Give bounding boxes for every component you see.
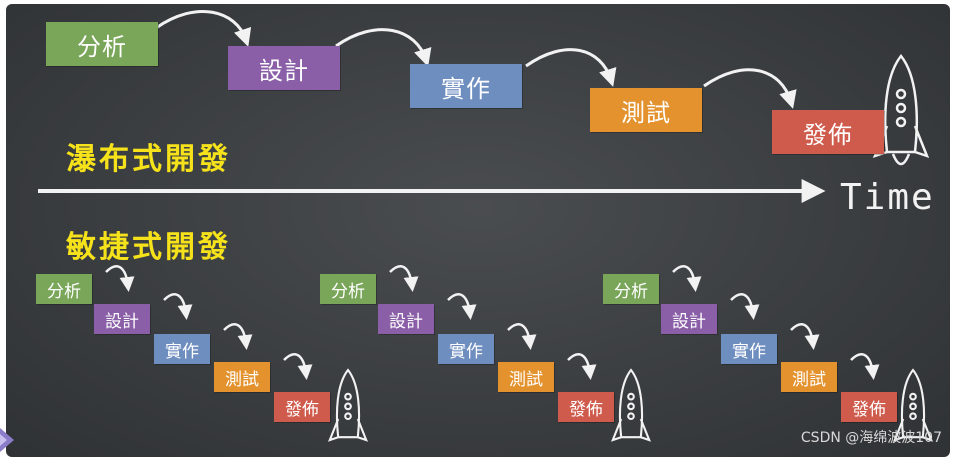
- waterfall-release-box: 發佈: [772, 110, 884, 154]
- agile-implementation-box: 實作: [438, 334, 494, 364]
- chalk-arrow-icon: [672, 265, 702, 292]
- time-label: Time: [840, 177, 935, 218]
- agile-implementation-box: 實作: [154, 334, 210, 364]
- agile-testing-box: 測試: [781, 362, 837, 392]
- rocket-icon: [892, 368, 934, 442]
- agile-analysis-box: 分析: [320, 274, 376, 304]
- chalk-arrow-icon: [163, 293, 193, 320]
- agile-implementation-box: 實作: [721, 334, 777, 364]
- corner-diamond-icon: [0, 428, 14, 452]
- waterfall-design-box: 設計: [228, 46, 340, 90]
- chalk-arrow-icon: [283, 353, 313, 380]
- chalk-arrow-icon: [567, 353, 597, 380]
- chalk-arrow-icon: [850, 353, 880, 380]
- chalk-arrow-icon: [389, 265, 419, 292]
- agile-design-box: 設計: [661, 304, 717, 334]
- agile-analysis-box: 分析: [603, 274, 659, 304]
- waterfall-implementation-box: 實作: [410, 64, 522, 108]
- agile-analysis-box: 分析: [36, 274, 92, 304]
- chalk-drawings: [38, 9, 934, 442]
- waterfall-testing-box: 測試: [590, 88, 702, 132]
- waterfall-analysis-box: 分析: [46, 22, 158, 66]
- rocket-icon: [327, 368, 369, 442]
- agile-testing-box: 測試: [214, 362, 270, 392]
- chalk-arrow-icon: [223, 323, 253, 350]
- chalk-arrow-icon: [790, 323, 820, 350]
- chalk-arrow-icon: [155, 9, 252, 47]
- chalk-arrow-icon: [525, 48, 617, 87]
- agile-design-box: 設計: [378, 304, 434, 334]
- agile-testing-box: 測試: [498, 362, 554, 392]
- chalkboard: 分析 設計 實作 測試 發佈 瀑布式開發 Time 敏捷式開發 分析 設計 實作…: [6, 4, 950, 457]
- chalk-arrow-icon: [447, 293, 477, 320]
- chalk-arrow-icon: [507, 323, 537, 350]
- waterfall-title: 瀑布式開發: [66, 142, 231, 177]
- chalk-arrow-icon: [335, 28, 432, 67]
- watermark: CSDN @海绵波波107: [800, 430, 942, 446]
- chalk-arrow-icon: [703, 68, 797, 109]
- agile-release-box: 發佈: [841, 392, 897, 422]
- agile-release-box: 發佈: [558, 392, 614, 422]
- agile-title: 敏捷式開發: [66, 230, 231, 265]
- chalk-arrow-icon: [105, 265, 135, 292]
- agile-design-box: 設計: [94, 304, 150, 334]
- rocket-icon: [610, 368, 652, 442]
- chalk-arrow-icon: [730, 293, 760, 320]
- agile-release-box: 發佈: [274, 392, 330, 422]
